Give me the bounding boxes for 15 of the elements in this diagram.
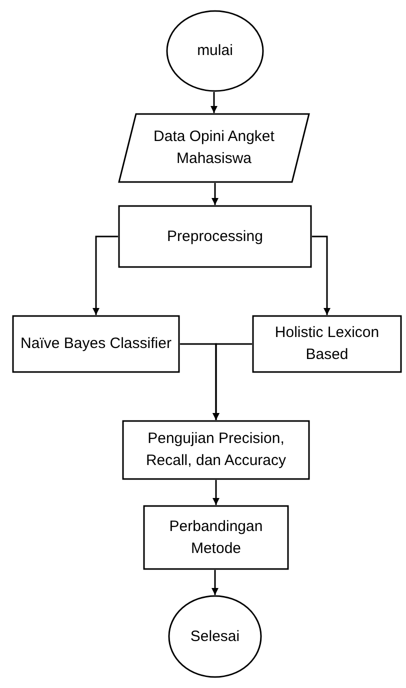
arrow [92, 236, 118, 315]
process-box: Preprocessing [118, 205, 312, 268]
arrow [212, 480, 220, 505]
process-box: Holistic Lexicon Based [252, 315, 402, 373]
data-parallelogram: Data Opini Angket Mahasiswa [118, 113, 310, 183]
arrow [312, 236, 330, 315]
end-ellipse: Selesai [168, 595, 262, 678]
start-ellipse: mulai [166, 10, 264, 92]
arrow [210, 92, 218, 113]
arrow [212, 183, 218, 205]
arrow [212, 343, 252, 420]
process-box: Pengujian Precision, Recall, dan Accuracy [122, 420, 310, 480]
process-box: Naïve Bayes Classifier [12, 315, 180, 373]
arrow [212, 570, 218, 595]
process-box: Perbandingan Metode [143, 505, 289, 570]
